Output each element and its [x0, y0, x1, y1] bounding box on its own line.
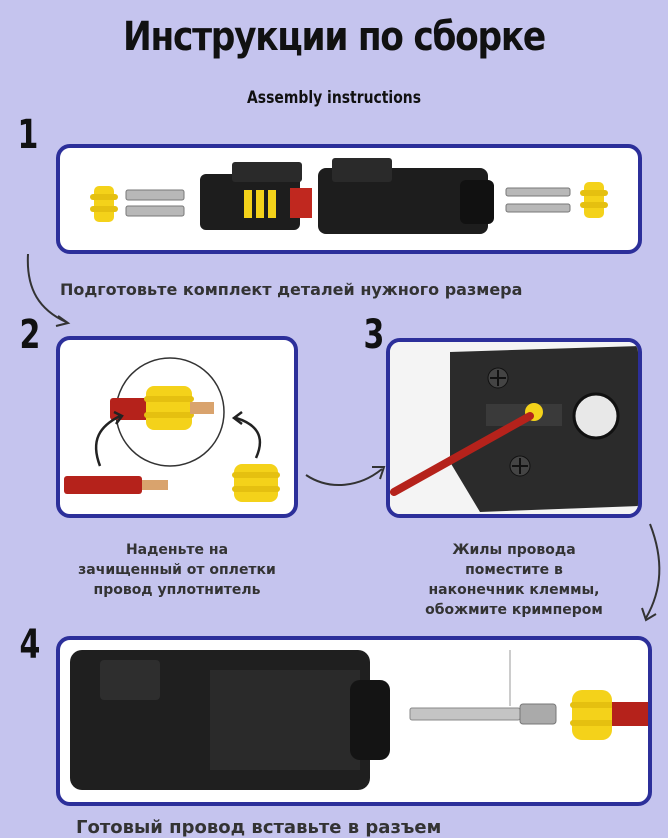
- step-3-caption-line-3: наконечник клеммы,: [428, 582, 600, 598]
- seal-icon: [232, 464, 280, 502]
- step-4-assembly-illustration: [70, 650, 648, 790]
- bare-wire-zoomed-icon: [190, 402, 214, 414]
- step-3-caption: Жилы провода поместите в наконечник клем…: [386, 540, 642, 620]
- wire-in-crimper-icon: [390, 412, 534, 496]
- step-2-caption-line-2: зачищенный от оплетки: [78, 562, 276, 578]
- step-2-caption-line-3: провод уплотнитель: [93, 582, 261, 598]
- step-2-image-frame: [56, 336, 298, 518]
- step-4-caption: Готовый провод вставьте в разъем: [76, 817, 442, 838]
- page-subtitle: Assembly instructions: [246, 88, 422, 108]
- step-3-caption-line-1: Жилы провода: [452, 542, 576, 558]
- wire-icon: [64, 476, 142, 494]
- step-2-seal-illustration: [64, 357, 280, 502]
- step-1-parts-illustration: [90, 158, 608, 234]
- seal-on-wire-icon: [570, 690, 614, 740]
- terminal-right-icon: [505, 187, 571, 213]
- step-4-image-frame: [56, 636, 652, 806]
- female-housing-icon: [200, 162, 312, 230]
- step-2-caption-line-1: Наденьте на: [125, 542, 229, 558]
- step-2-number: 2: [19, 312, 41, 358]
- crimped-terminal-icon: [409, 650, 557, 725]
- arrow-left-curve-icon: [94, 414, 121, 467]
- terminal-left-icon: [125, 189, 185, 217]
- connector-housing-icon: [70, 650, 390, 790]
- arrow-step2-to-step3-icon: [305, 466, 386, 486]
- seal-right-icon: [580, 182, 608, 218]
- male-housing-icon: [318, 158, 494, 234]
- step-1-caption: Подготовьте комплект деталей нужного раз…: [60, 280, 523, 299]
- step-3-number: 3: [363, 312, 385, 358]
- wire-end-icon: [612, 702, 648, 726]
- step-4-number: 4: [19, 622, 41, 668]
- page-title: Инструкции по сборке: [123, 14, 546, 60]
- arrow-step3-to-step4-icon: [641, 523, 661, 622]
- step-3-crimper-illustration: [390, 342, 638, 514]
- seal-left-icon: [90, 186, 118, 222]
- step-1-number: 1: [17, 112, 39, 158]
- step-2-caption: Наденьте на зачищенный от оплетки провод…: [46, 540, 308, 600]
- arrow-step1-to-step2-icon: [26, 253, 71, 327]
- step-1-image-frame: [56, 144, 642, 254]
- step-3-image-frame: [386, 338, 642, 518]
- step-3-caption-line-4: обожмите кримпером: [425, 602, 603, 618]
- seal-zoomed-icon: [144, 386, 194, 430]
- step-3-caption-line-2: поместите в: [465, 562, 563, 578]
- arrow-right-curve-icon: [235, 416, 262, 459]
